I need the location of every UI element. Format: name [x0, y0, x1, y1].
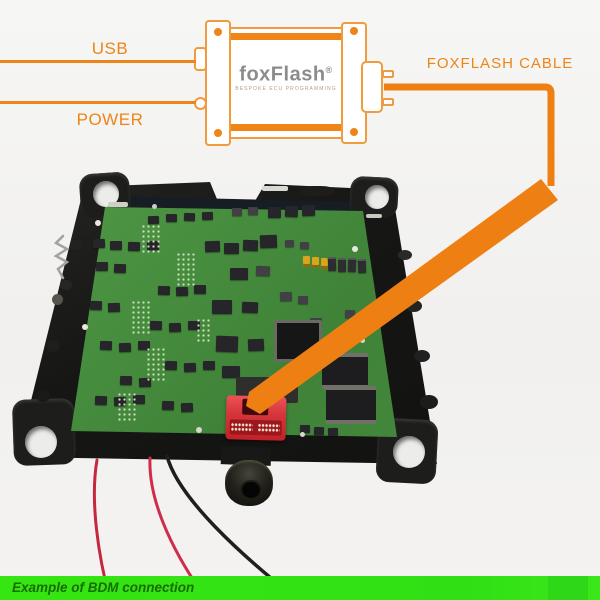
pcb-detail	[108, 202, 128, 207]
pcb-detail	[262, 186, 288, 191]
pcb-component	[338, 258, 346, 272]
pcb-detail	[46, 340, 60, 352]
via-grid	[131, 300, 151, 335]
pcb-component	[224, 243, 239, 254]
device-stripe-top	[231, 33, 341, 40]
power-label: POWER	[76, 110, 144, 129]
pcb-component	[110, 241, 122, 250]
power-cable-line	[0, 101, 196, 104]
pcb-component	[203, 361, 215, 370]
device-logo: foxFlash® BESPOKE ECU PROGRAMMING	[229, 60, 343, 92]
pcb-component	[298, 296, 308, 304]
via-grid	[196, 318, 211, 343]
pcb-component	[232, 208, 242, 216]
pcb-component	[194, 285, 206, 294]
pcb-detail	[36, 390, 50, 402]
pcb-component	[300, 242, 309, 249]
via-grid	[117, 392, 137, 422]
pcb-component	[212, 300, 232, 314]
pcb-detail	[95, 220, 101, 226]
pcb-detail	[82, 324, 88, 330]
pcb-detail	[352, 246, 358, 252]
pcb-detail	[52, 294, 63, 305]
dsub-screw-post	[382, 98, 394, 106]
dsub-screw-post	[382, 70, 394, 78]
device-left-plate	[205, 20, 231, 146]
pcb-detail	[414, 350, 430, 362]
barrel-connector-hole	[240, 480, 262, 500]
usb-port-icon	[194, 47, 207, 71]
pcb-component	[133, 395, 145, 404]
pcb-detail	[420, 395, 438, 409]
pcb-detail	[196, 427, 202, 433]
via-grid	[141, 224, 161, 254]
pcb-component	[230, 268, 248, 280]
foxflash-cable	[384, 83, 555, 186]
pcb-component	[138, 341, 150, 350]
ribbon-cable	[246, 179, 558, 414]
pcb-component	[96, 262, 108, 271]
spring-clip	[53, 234, 70, 280]
pcb-detail	[300, 432, 305, 437]
screw-icon	[214, 129, 222, 137]
device-stripe-bottom	[231, 124, 341, 131]
foxflash-cable-label: FOXFLASH CABLE	[426, 55, 574, 72]
logo-tagline: BESPOKE ECU PROGRAMMING	[235, 85, 337, 92]
registered-mark: ®	[325, 65, 333, 75]
pcb-detail	[60, 280, 72, 290]
banner-caption: Example of BDM connection	[12, 580, 195, 595]
pcb-component	[312, 257, 319, 268]
pcb-detail	[160, 184, 190, 194]
memory-chip-2	[326, 386, 376, 424]
usb-label: USB	[91, 39, 129, 58]
pcb-component	[268, 207, 281, 218]
pcb-detail	[300, 186, 334, 196]
screw-icon	[350, 27, 358, 35]
pcb-component	[166, 214, 177, 222]
pcb-component	[300, 425, 310, 433]
mounting-hole-bottom-left	[25, 426, 57, 458]
mounting-hole-top-right	[365, 185, 389, 209]
brand-text: foxFlash	[239, 63, 326, 86]
via-grid	[176, 252, 196, 287]
usb-cable-line	[0, 60, 196, 63]
pcb-component	[222, 366, 240, 378]
pcb-detail	[398, 250, 412, 260]
pcb-detail	[366, 214, 382, 218]
banner-shade	[548, 576, 588, 600]
pcb-component	[188, 321, 200, 330]
caption-banner: Example of BDM connection	[0, 576, 600, 600]
mounting-hole-bottom-right	[393, 436, 425, 468]
via-grid	[146, 347, 166, 382]
pcb-detail	[360, 338, 365, 343]
pcb-detail	[70, 240, 82, 250]
dsub-connector-icon	[361, 61, 383, 113]
pcb-detail	[152, 204, 157, 209]
screw-icon	[350, 128, 358, 136]
screw-icon	[214, 28, 222, 36]
